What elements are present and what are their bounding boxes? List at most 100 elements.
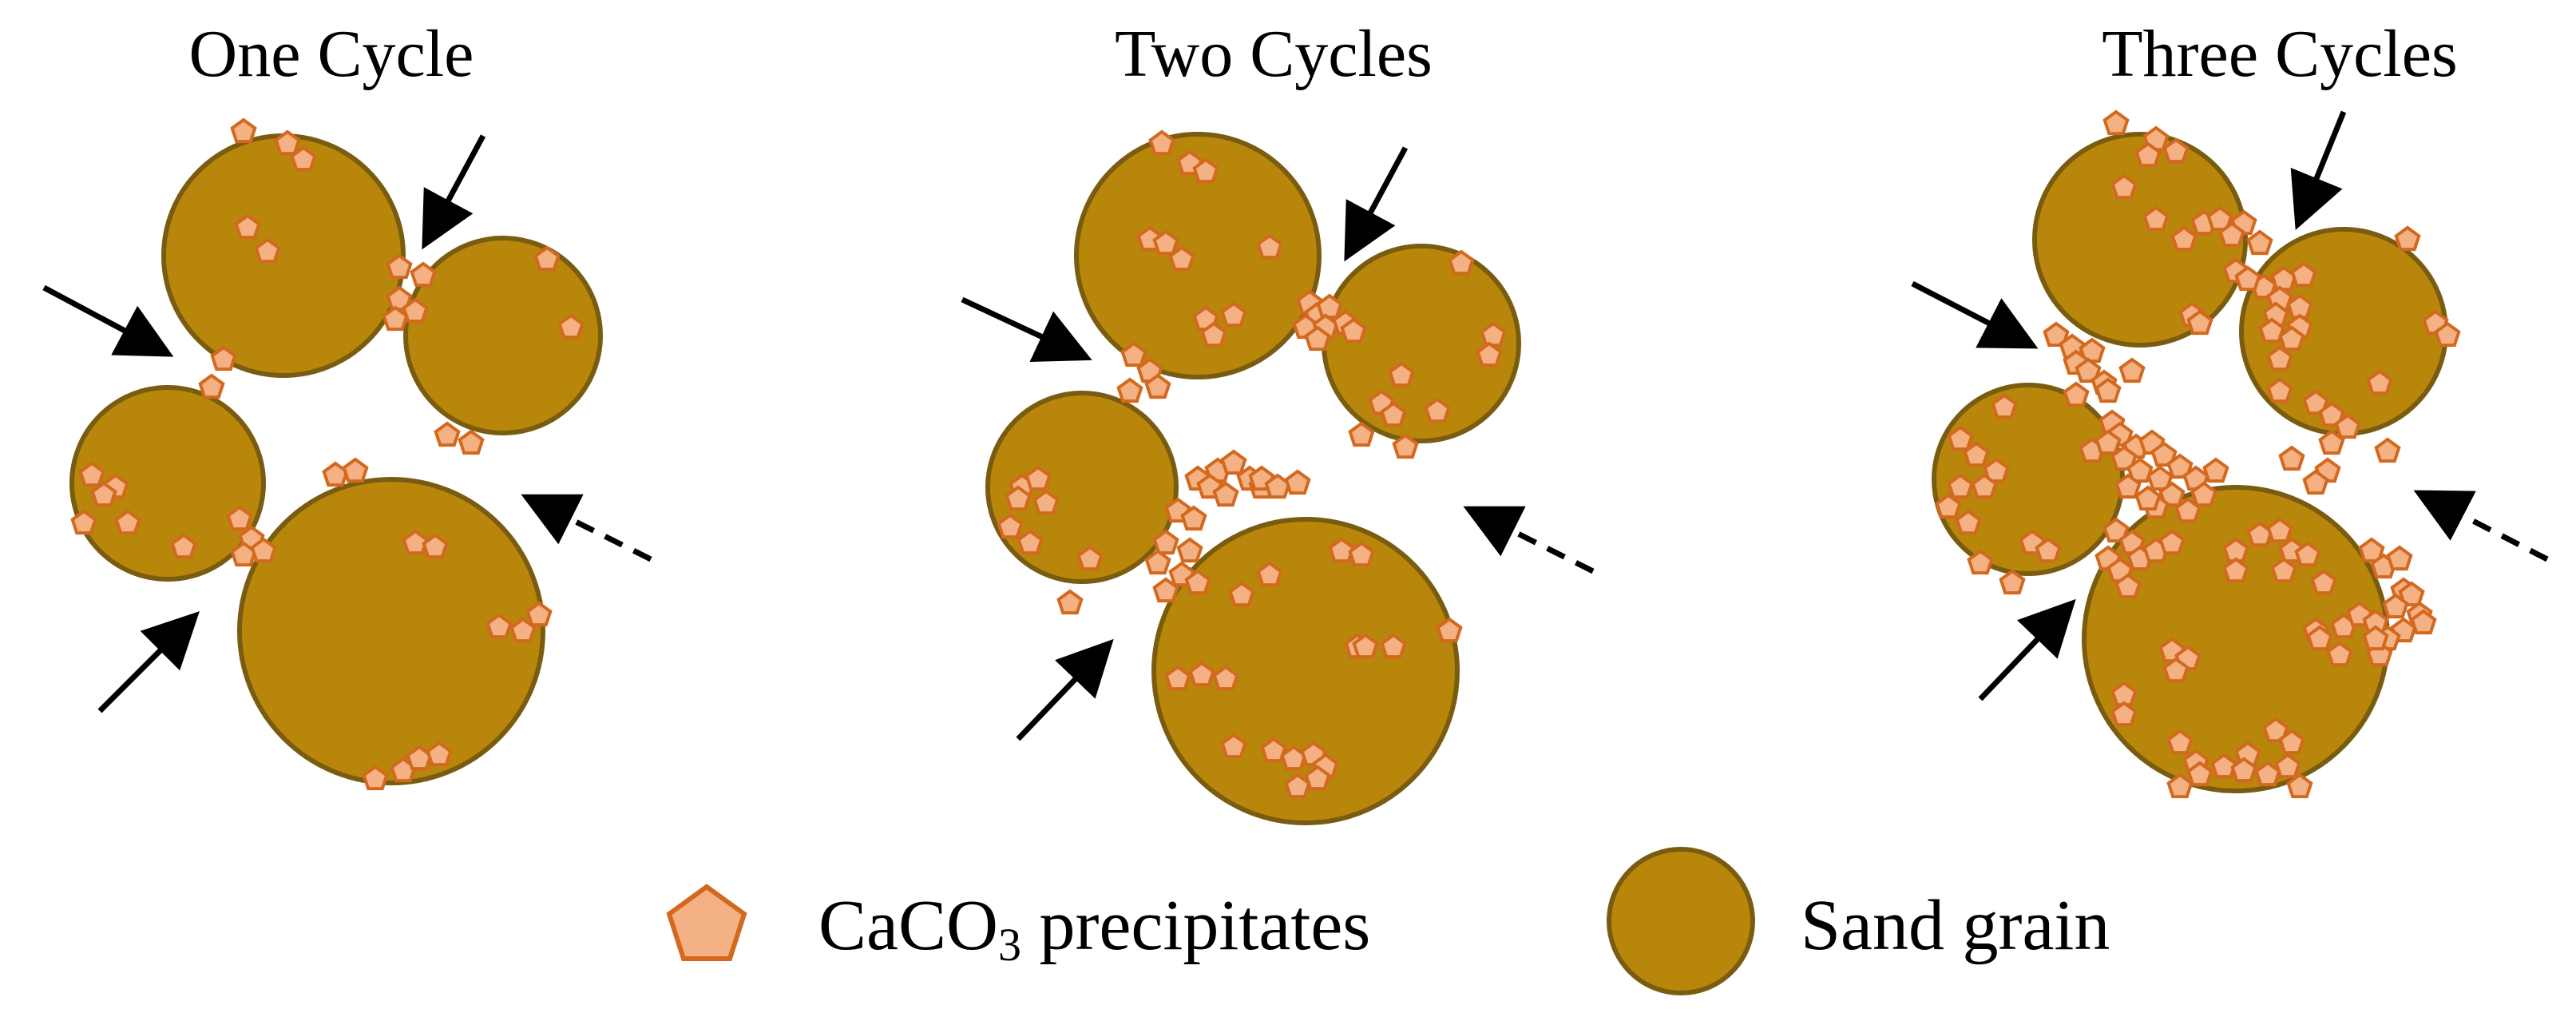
caco3-precipitate — [274, 129, 301, 156]
caco3-precipitate — [170, 533, 197, 559]
caco3-precipitate — [1380, 401, 1407, 427]
caco3-precipitate — [1220, 449, 1247, 475]
caco3-precipitate — [2358, 537, 2385, 563]
caco3-precipitate — [1164, 665, 1191, 691]
caco3-precipitate — [2318, 401, 2345, 427]
caco3-precipitate — [1348, 541, 1375, 567]
caco3-precipitate — [342, 457, 369, 483]
caco3-precipitate — [2146, 465, 2174, 491]
caco3-precipitate — [2110, 701, 2138, 727]
caco3-precipitate — [2063, 381, 2090, 407]
caco3-precipitate — [382, 305, 409, 332]
caco3-precipitate — [1991, 393, 2018, 419]
solid-arrow — [1978, 598, 2076, 701]
solid-arrow — [97, 611, 200, 713]
caco3-precipitate — [1180, 505, 1207, 531]
caco3-precipitate — [210, 345, 237, 371]
caco3-precipitate — [1148, 129, 1175, 156]
caco3-precipitate — [1168, 245, 1195, 272]
caco3-precipitate — [2043, 321, 2070, 348]
caco3-precipitate — [1967, 549, 1994, 575]
legend-sand-grain-label: Sand grain — [1801, 886, 2110, 965]
caco3-precipitate — [1120, 341, 1147, 367]
caco3-precipitate — [2166, 773, 2194, 799]
caco3-precipitate — [114, 509, 141, 535]
caco3-precipitate — [1424, 397, 1451, 423]
caco3-precipitate — [2254, 761, 2281, 787]
caco3-precipitate — [1955, 509, 1982, 535]
caco3-precipitate — [2190, 481, 2217, 507]
caco3-precipitate — [2162, 137, 2190, 164]
caco3-precipitate — [1304, 765, 1331, 791]
caco3-precipitate — [1024, 465, 1052, 491]
sand-grains — [69, 132, 2448, 825]
sand-grain — [237, 477, 545, 785]
caco3-precipitate — [1212, 665, 1239, 691]
caco3-precipitate — [2075, 357, 2102, 383]
caco3-precipitate — [533, 245, 561, 272]
caco3-precipitate — [525, 601, 553, 627]
caco3-precipitate — [1284, 469, 1311, 495]
caco3-precipitate — [1947, 473, 1974, 499]
caco3-precipitate — [1192, 157, 1219, 184]
sand-grain — [1074, 132, 1322, 379]
caco3-precipitate — [2102, 517, 2130, 543]
dashed-arrow — [521, 494, 652, 562]
caco3-precipitate — [2278, 445, 2305, 471]
caco3-precipitate — [2110, 173, 2138, 200]
caco3-precipitate — [426, 741, 453, 767]
caco3-precipitate — [1220, 301, 1247, 328]
caco3-precipitate — [1476, 341, 1503, 367]
sand-grain — [2032, 132, 2248, 348]
caco3-precipitate — [2302, 389, 2329, 415]
caco3-precipitate — [1152, 577, 1179, 603]
caco3-precipitate — [1144, 549, 1171, 575]
caco3-precipitate — [2278, 729, 2305, 755]
caco3-precipitate — [2222, 557, 2249, 583]
caco3-precipitate — [2362, 625, 2389, 651]
caco3-precipitate — [2326, 641, 2353, 667]
caco3-precipitate — [2186, 761, 2213, 787]
pore-throat-arrows — [42, 110, 2549, 741]
caco3-precipitate — [1184, 569, 1211, 595]
panel-title-three-cycles: Three Cycles — [2102, 17, 2457, 91]
caco3-precipitate — [2202, 457, 2229, 483]
caco3-precipitate — [386, 253, 413, 280]
panel-title-two-cycles: Two Cycles — [1115, 17, 1433, 91]
caco3-precipitate — [2158, 481, 2186, 507]
caco3-precipitate — [557, 313, 585, 340]
caco3-precipitate — [1076, 545, 1104, 571]
caco3-precipitate — [2114, 573, 2142, 599]
caco3-precipitate — [1152, 229, 1179, 256]
caco3-precipitate — [402, 529, 429, 555]
caco3-precipitate — [1220, 733, 1247, 759]
caco3-precipitate — [254, 237, 281, 264]
caco3-precipitate — [2318, 429, 2345, 455]
caco3-precipitate — [2162, 657, 2190, 683]
dashed-arrow — [1463, 506, 1595, 574]
caco3-precipitate — [1963, 441, 1990, 467]
caco3-precipitate — [2382, 593, 2409, 619]
legend-precipitate-label: CaCO3 precipitates — [818, 886, 1370, 971]
caco3-precipitate — [234, 213, 261, 240]
caco3-precipitate — [2266, 377, 2293, 403]
caco3-precipitate — [2394, 225, 2421, 252]
caco3-precipitate — [1284, 773, 1311, 799]
caco3-precipitate — [2246, 229, 2273, 256]
caco3-precipitate — [410, 261, 437, 288]
caco3-precipitate — [2166, 729, 2194, 755]
caco3-precipitate — [2142, 205, 2170, 232]
caco3-precipitate — [2166, 453, 2194, 479]
caco3-precipitate — [2306, 625, 2333, 651]
caco3-precipitate — [2266, 517, 2293, 543]
caco3-precipitate — [1328, 537, 1355, 563]
caco3-precipitate — [1392, 433, 1419, 459]
caco3-precipitate — [2234, 265, 2261, 292]
solid-arrow — [961, 296, 1092, 363]
caco3-precipitate — [1436, 617, 1463, 643]
caco3-precipitate — [2150, 441, 2178, 467]
solid-arrow — [1016, 638, 1114, 741]
caco3-precipitate — [2134, 485, 2162, 511]
caco3-precipitate — [2094, 377, 2122, 403]
caco3-precipitates — [70, 109, 2461, 799]
